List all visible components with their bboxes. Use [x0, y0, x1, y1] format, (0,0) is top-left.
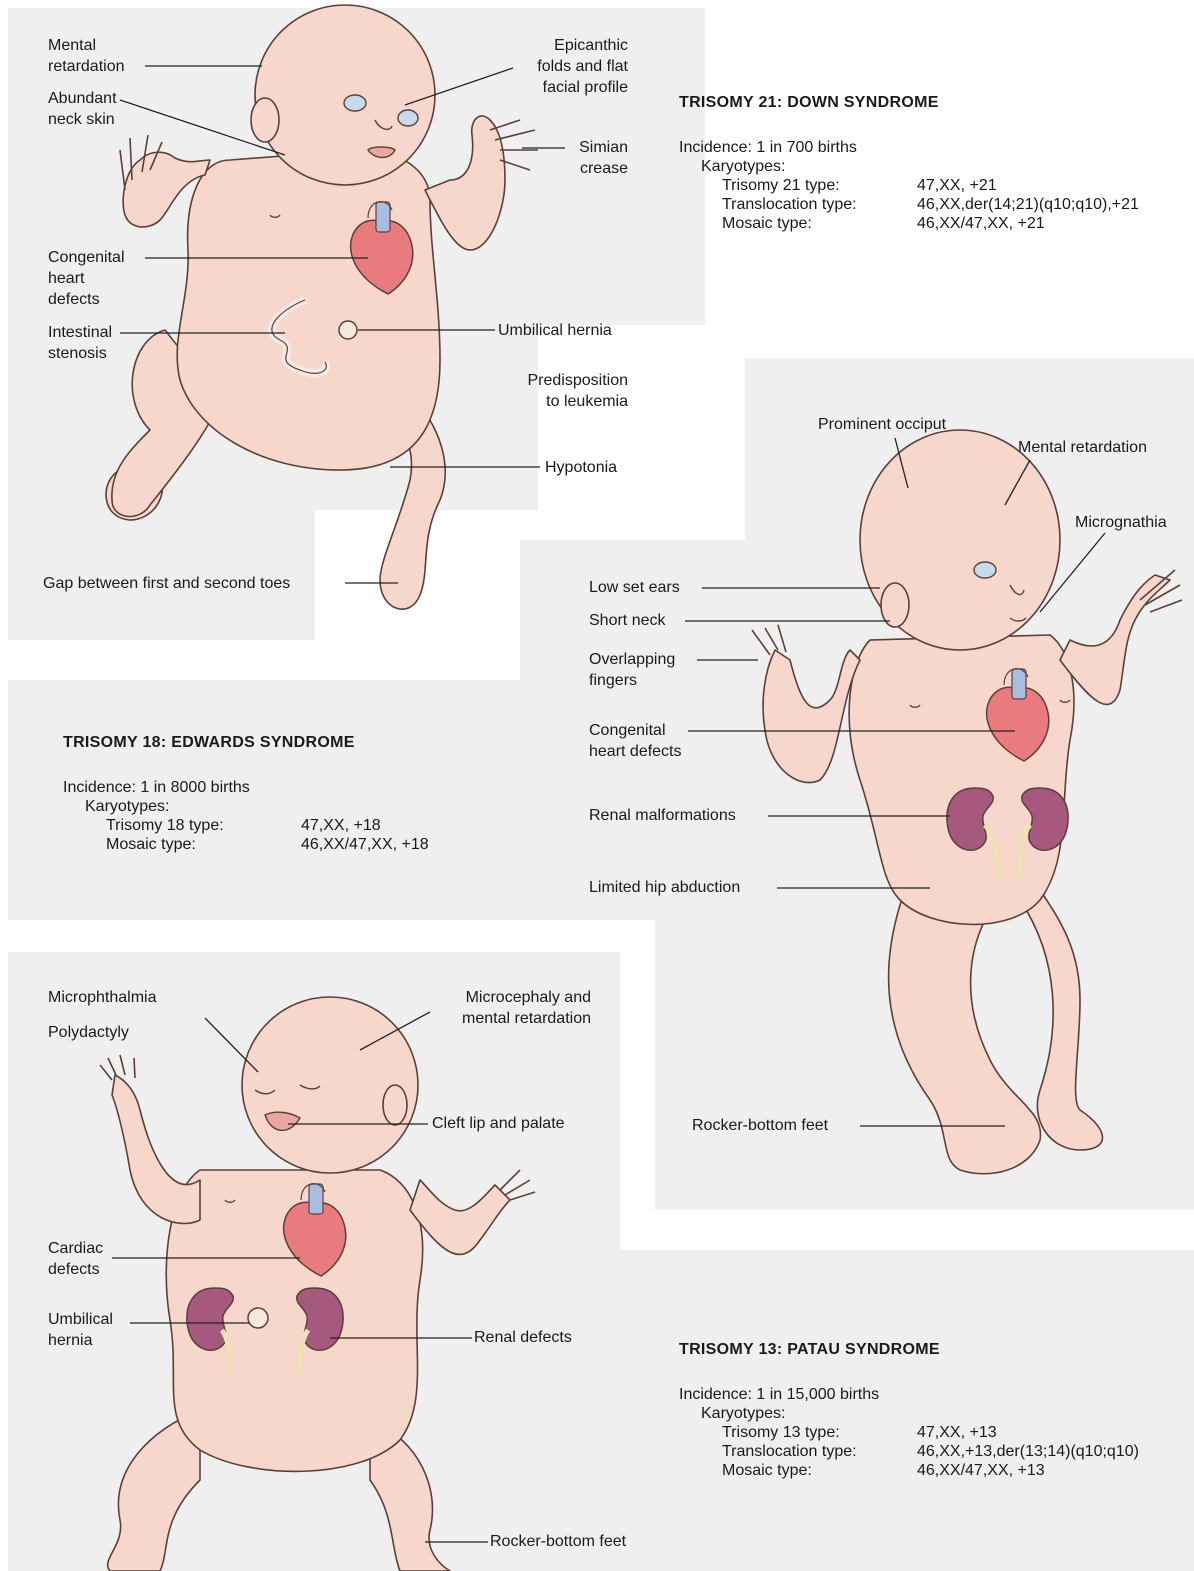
patau-karyotypes-label: Karyotypes: [679, 1404, 1139, 1423]
label-simian-crease: Simian crease [560, 137, 628, 179]
label-micrognathia: Micrognathia [1075, 512, 1167, 533]
label-rocker-bottom-feet-13: Rocker-bottom feet [490, 1531, 626, 1552]
label-microcephaly: Microcephaly and mental retardation [420, 987, 591, 1029]
down-karyotype-value: 46,XX,der(14;21)(q10;q10),+21 [917, 195, 1139, 214]
label-epicanthic-folds: Epicanthic folds and flat facial profile [500, 35, 628, 98]
label-congenital-heart-defects: Congenital heart defects [48, 247, 125, 310]
edwards-karyotype-value: 47,XX, +18 [301, 816, 381, 835]
label-renal-defects: Renal defects [474, 1327, 572, 1348]
label-predisposition-leukemia: Predisposition to leukemia [480, 370, 628, 412]
patau-karyotype-type: Trisomy 13 type: [722, 1423, 917, 1442]
baby-down-umbilical [339, 321, 357, 339]
label-cardiac-defects: Cardiac defects [48, 1238, 103, 1280]
down-karyotype-type: Translocation type: [722, 195, 917, 214]
edwards-info: Incidence: 1 in 8000 births Karyotypes: … [63, 778, 429, 854]
patau-karyotype-value: 46,XX,+13,der(13;14)(q10;q10) [917, 1442, 1139, 1461]
label-gap-toes: Gap between first and second toes [43, 573, 290, 594]
label-hypotonia: Hypotonia [545, 457, 617, 478]
label-cleft-lip-palate: Cleft lip and palate [432, 1113, 565, 1134]
edwards-incidence: Incidence: 1 in 8000 births [63, 778, 429, 797]
patau-karyotype-type: Mosaic type: [722, 1461, 917, 1480]
down-incidence: Incidence: 1 in 700 births [679, 138, 1139, 157]
down-info: Incidence: 1 in 700 births Karyotypes: T… [679, 138, 1139, 233]
label-low-set-ears: Low set ears [589, 577, 680, 598]
patau-karyotype-value: 47,XX, +13 [917, 1423, 997, 1442]
label-umbilical-hernia-13: Umbilical hernia [48, 1309, 113, 1351]
label-microphthalmia: Microphthalmia [48, 987, 156, 1008]
patau-title: TRISOMY 13: PATAU SYNDROME [679, 1341, 940, 1359]
label-mental-retardation-18: Mental retardation [1018, 437, 1147, 458]
down-karyotype-value: 46,XX/47,XX, +21 [917, 214, 1045, 233]
label-umbilical-hernia: Umbilical hernia [498, 320, 612, 341]
label-abundant-neck-skin: Abundant neck skin [48, 88, 117, 130]
down-karyotype-value: 47,XX, +21 [917, 176, 997, 195]
down-karyotype-type: Trisomy 21 type: [722, 176, 917, 195]
patau-karyotype-type: Translocation type: [722, 1442, 917, 1461]
label-polydactyly: Polydactyly [48, 1022, 129, 1043]
label-congenital-heart-defects-18: Congenital heart defects [589, 720, 682, 762]
down-karyotypes-label: Karyotypes: [679, 157, 1139, 176]
label-overlapping-fingers: Overlapping fingers [589, 649, 675, 691]
edwards-karyotype-type: Mosaic type: [106, 835, 301, 854]
edwards-karyotype-type: Trisomy 18 type: [106, 816, 301, 835]
edwards-karyotypes-label: Karyotypes: [63, 797, 429, 816]
label-rocker-bottom-feet-18: Rocker-bottom feet [692, 1115, 828, 1136]
label-intestinal-stenosis: Intestinal stenosis [48, 322, 112, 364]
edwards-title: TRISOMY 18: EDWARDS SYNDROME [63, 734, 355, 752]
label-renal-malformations: Renal malformations [589, 805, 736, 826]
label-short-neck: Short neck [589, 610, 665, 631]
down-title: TRISOMY 21: DOWN SYNDROME [679, 94, 939, 112]
label-prominent-occiput: Prominent occiput [818, 414, 946, 435]
down-karyotype-type: Mosaic type: [722, 214, 917, 233]
edwards-karyotype-value: 46,XX/47,XX, +18 [301, 835, 429, 854]
patau-info: Incidence: 1 in 15,000 births Karyotypes… [679, 1385, 1139, 1480]
patau-karyotype-value: 46,XX/47,XX, +13 [917, 1461, 1045, 1480]
label-mental-retardation: Mental retardation [48, 35, 125, 77]
patau-incidence: Incidence: 1 in 15,000 births [679, 1385, 1139, 1404]
baby-patau-umbilical [248, 1308, 268, 1328]
label-limited-hip-abduction: Limited hip abduction [589, 877, 740, 898]
